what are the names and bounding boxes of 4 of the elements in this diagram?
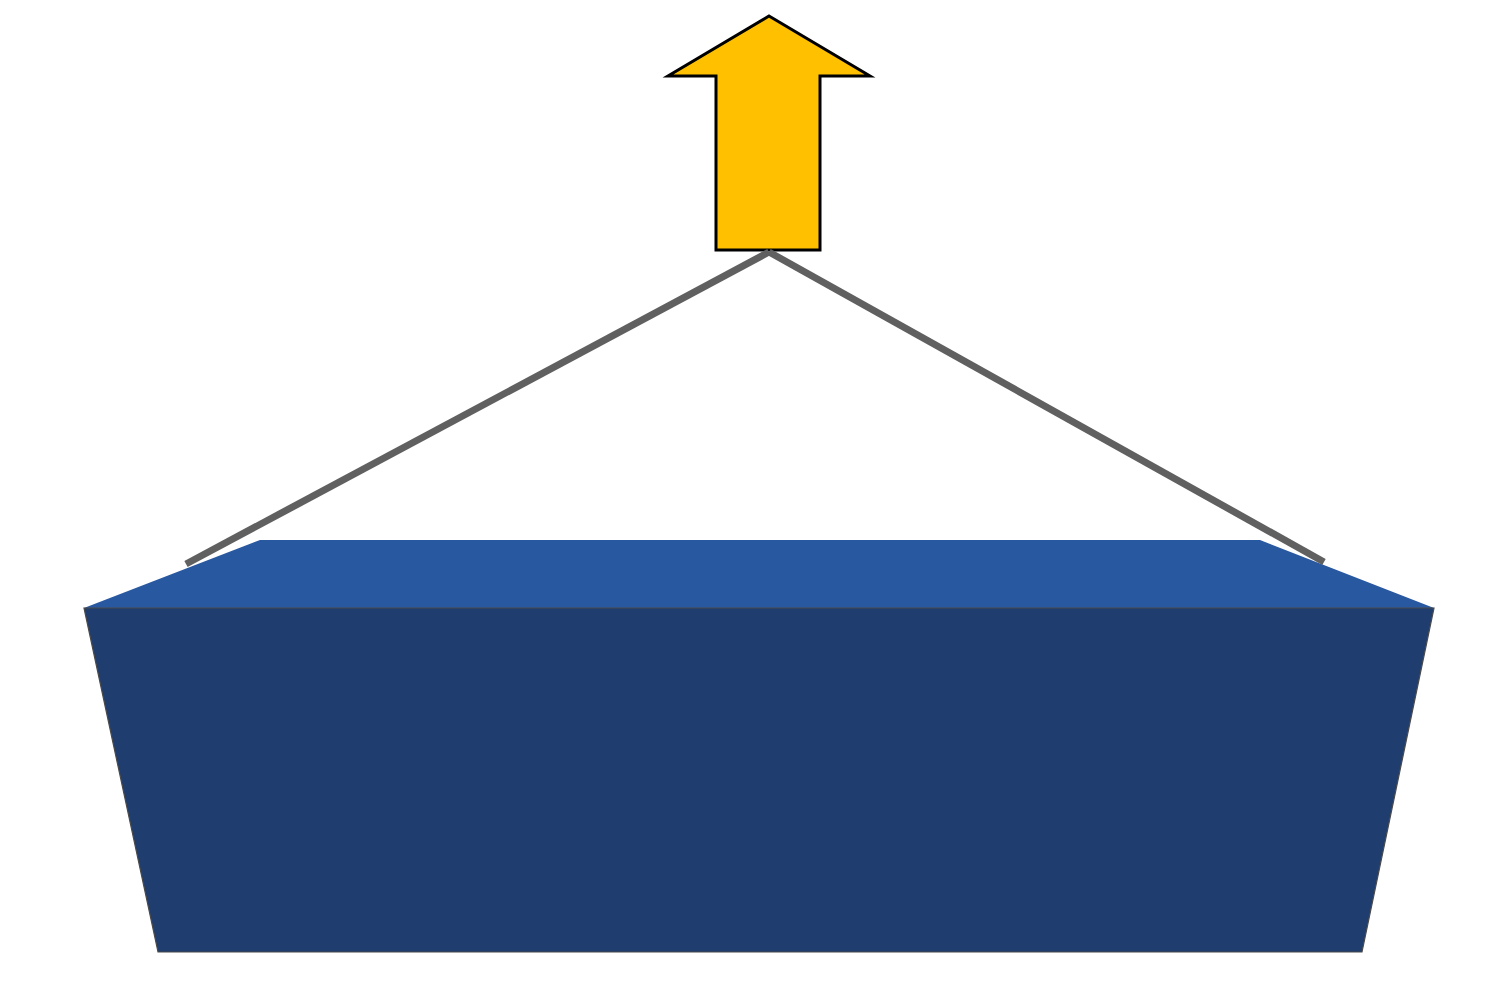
- upward-arrow: [666, 14, 872, 252]
- cable-line: [184, 248, 771, 568]
- slab-block: [84, 540, 1434, 952]
- cable-line: [767, 248, 1326, 566]
